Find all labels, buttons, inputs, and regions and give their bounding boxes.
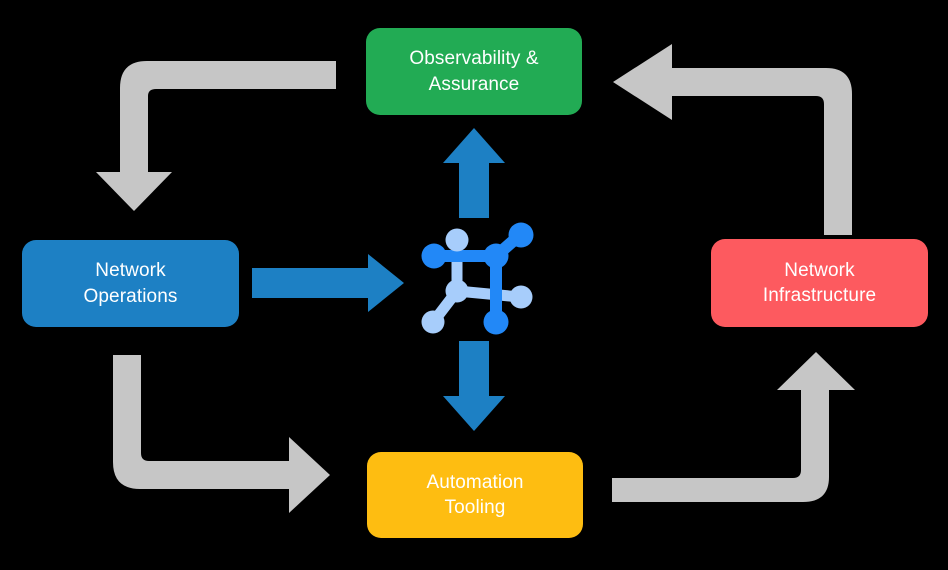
node-label-network-infrastructure: Network Infrastructure bbox=[762, 259, 877, 306]
icon-node-light-top bbox=[445, 228, 469, 252]
icon-node-light-right bbox=[509, 285, 533, 309]
icon-node-light-middle bbox=[445, 279, 469, 303]
node-box-network-infrastructure[interactable]: Network Infrastructure bbox=[711, 239, 928, 327]
arrow-operations-to-automation bbox=[113, 355, 330, 513]
node-label-network-operations: Network Operations bbox=[83, 260, 178, 307]
arrow-observability-to-operations bbox=[96, 61, 336, 211]
arrow-center-to-automation bbox=[443, 341, 505, 431]
arrow-operations-to-center bbox=[252, 254, 404, 312]
node-box-network-operations[interactable]: Network Operations bbox=[22, 240, 239, 327]
node-box-observability[interactable]: Observability & Assurance bbox=[366, 28, 582, 115]
icon-node-dark-hub bbox=[483, 243, 509, 269]
icon-node-dark-topright bbox=[508, 222, 534, 248]
node-label-automation-tooling: Automation Tooling bbox=[426, 471, 524, 518]
arrow-automation-to-infrastructure bbox=[612, 352, 855, 502]
icon-node-dark-bottom bbox=[483, 309, 509, 335]
icon-node-light-corner bbox=[421, 310, 445, 334]
node-box-automation-tooling[interactable]: Automation Tooling bbox=[367, 452, 583, 538]
arrow-center-to-observability bbox=[443, 128, 505, 218]
arrow-infrastructure-to-observability bbox=[613, 44, 852, 235]
icon-node-dark-left bbox=[421, 243, 447, 269]
node-label-observability: Observability & Assurance bbox=[409, 48, 539, 95]
